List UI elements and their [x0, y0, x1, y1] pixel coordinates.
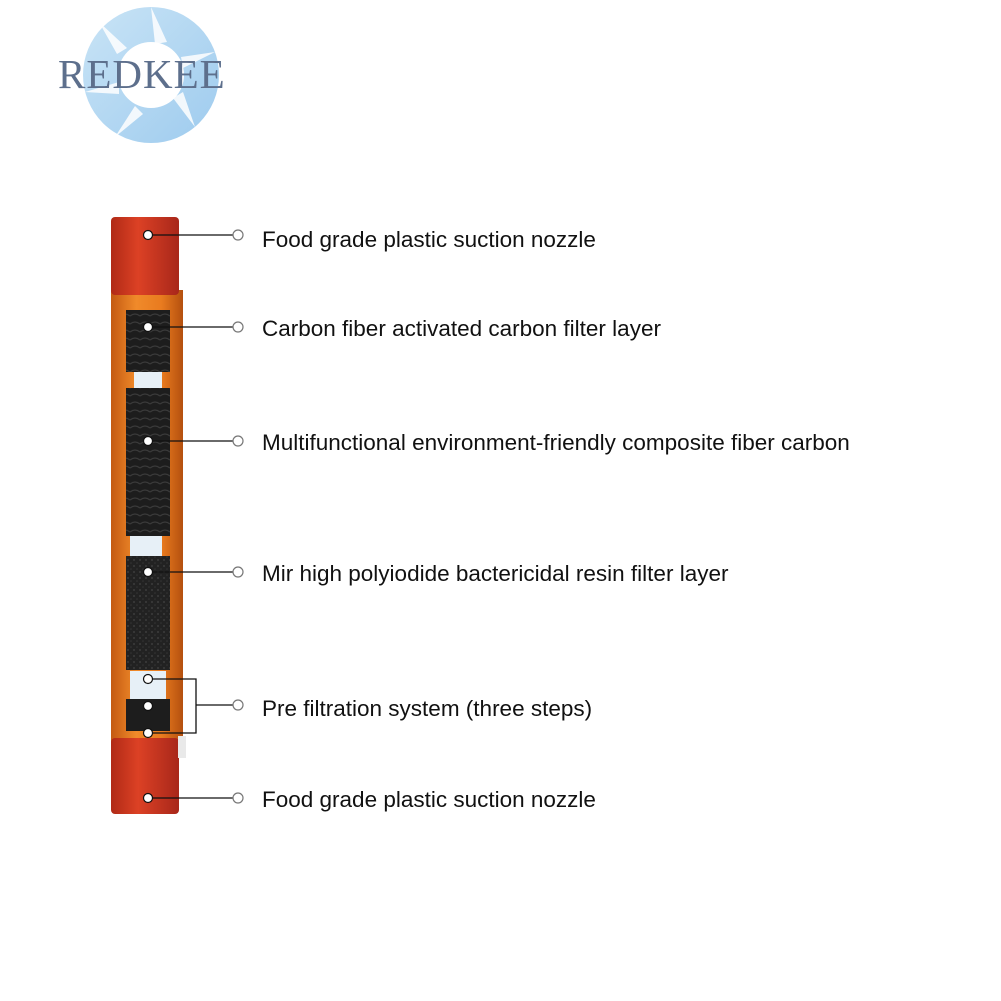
brand-logo: [83, 7, 219, 143]
logo-blades: [85, 7, 215, 137]
spacer-pad-2: [130, 536, 162, 556]
leader-start-dots: [142, 229, 154, 804]
top-nozzle: [111, 217, 179, 295]
brand-name: REDKEE: [58, 51, 226, 97]
label-composite-fiber: Multifunctional environment-friendly com…: [262, 430, 850, 455]
logo-aperture: [118, 42, 184, 108]
composite-fiber-layer: [126, 388, 170, 536]
label-top-nozzle: Food grade plastic suction nozzle: [262, 227, 596, 252]
spacer-pad-1: [134, 372, 162, 388]
label-resin-layer: Mir high polyiodide bactericidal resin f…: [262, 561, 729, 586]
label-pre-filtration: Pre filtration system (three steps): [262, 696, 593, 721]
leader-end-dots: [232, 229, 244, 804]
bottom-nozzle-tip: [178, 736, 186, 758]
leader-lines: [148, 234, 234, 799]
label-carbon-fiber-layer: Carbon fiber activated carbon filter lay…: [262, 316, 661, 341]
label-bottom-nozzle: Food grade plastic suction nozzle: [262, 787, 596, 812]
bottom-nozzle: [111, 738, 179, 814]
carbon-fiber-layer: [126, 310, 170, 372]
